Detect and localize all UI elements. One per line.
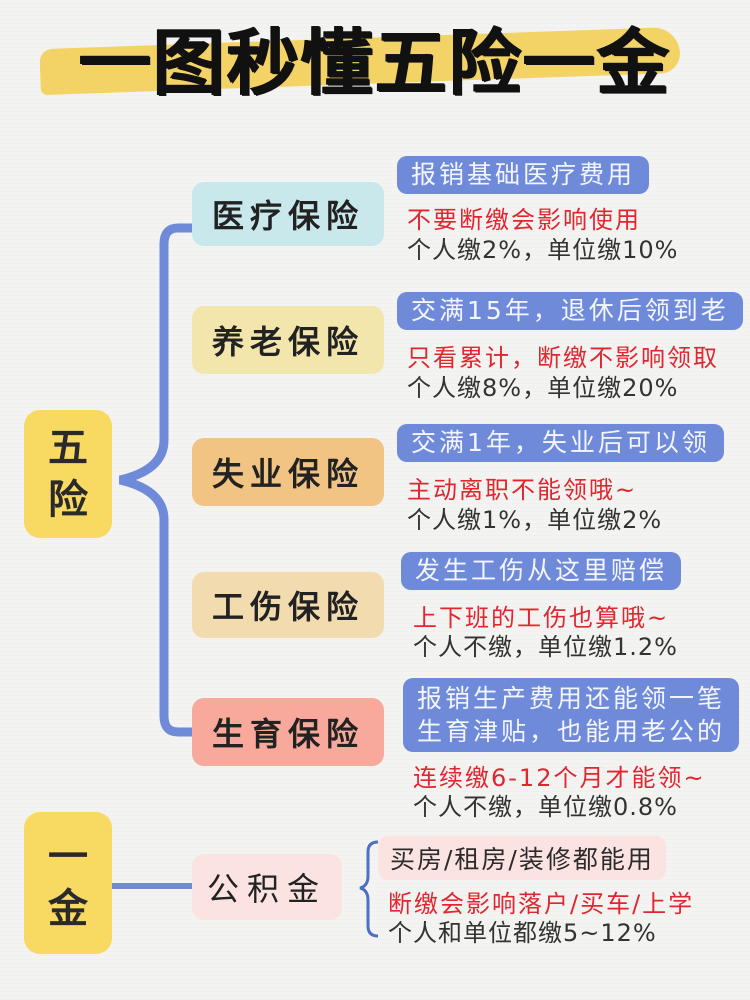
unemployment-rate: 个人缴1%，单位缴2%: [407, 506, 663, 534]
node-maternity-insurance: 生育保险: [192, 698, 384, 766]
work-injury-note: 上下班的工伤也算哦~: [413, 604, 670, 632]
pension-description: 交满15年，退休后领到老: [397, 292, 743, 330]
category-label-line2: 险: [48, 477, 88, 523]
node-medical-insurance: 医疗保险: [192, 182, 384, 246]
category-label-line2: 金: [48, 886, 88, 932]
maternity-description-line2: 生育津贴，也能用老公的: [417, 717, 726, 746]
node-label: 医疗保险: [211, 197, 364, 235]
medical-note: 不要断缴会影响使用: [407, 206, 641, 234]
maternity-description-line1: 报销生产费用还能领一笔: [417, 684, 726, 713]
unemployment-note: 主动离职不能领哦~: [407, 476, 638, 504]
node-label: 工伤保险: [211, 588, 364, 626]
node-pension-insurance: 养老保险: [192, 306, 384, 374]
node-unemployment-insurance: 失业保险: [192, 438, 384, 506]
pension-note: 只看累计，断缴不影响领取: [407, 344, 719, 372]
medical-description: 报销基础医疗费用: [397, 156, 650, 194]
medical-rate: 个人缴2%，单位缴10%: [407, 236, 679, 264]
node-work-injury-insurance: 工伤保险: [192, 572, 384, 638]
maternity-rate: 个人不缴，单位缴0.8%: [413, 793, 678, 821]
housing-fund-description: 买房/租房/装修都能用: [378, 836, 666, 880]
pension-rate: 个人缴8%，单位缴20%: [407, 374, 679, 402]
work-injury-rate: 个人不缴，单位缴1.2%: [413, 633, 678, 661]
page-title: 一图秒懂五险一金: [78, 20, 671, 105]
work-injury-description: 发生工伤从这里赔偿: [401, 552, 682, 590]
node-label: 养老保险: [211, 323, 364, 361]
housing-fund-rate: 个人和单位都缴5~12%: [388, 919, 657, 947]
category-label-line1: 一: [48, 834, 88, 880]
category-five-insurances: 五 险: [24, 410, 112, 538]
housing-fund-note: 断缴会影响落户/买车/上学: [388, 890, 695, 918]
node-label: 失业保险: [211, 455, 364, 493]
node-label: 生育保险: [211, 715, 364, 753]
maternity-description: 报销生产费用还能领一笔 生育津贴，也能用老公的: [403, 678, 740, 752]
node-housing-fund: 公积金: [192, 854, 342, 920]
category-one-fund: 一 金: [24, 812, 112, 954]
node-label: 公积金: [206, 870, 327, 908]
unemployment-description: 交满1年，失业后可以领: [397, 424, 724, 462]
category-label-line1: 五: [48, 425, 88, 471]
maternity-note: 连续缴6-12个月才能领~: [413, 764, 706, 792]
